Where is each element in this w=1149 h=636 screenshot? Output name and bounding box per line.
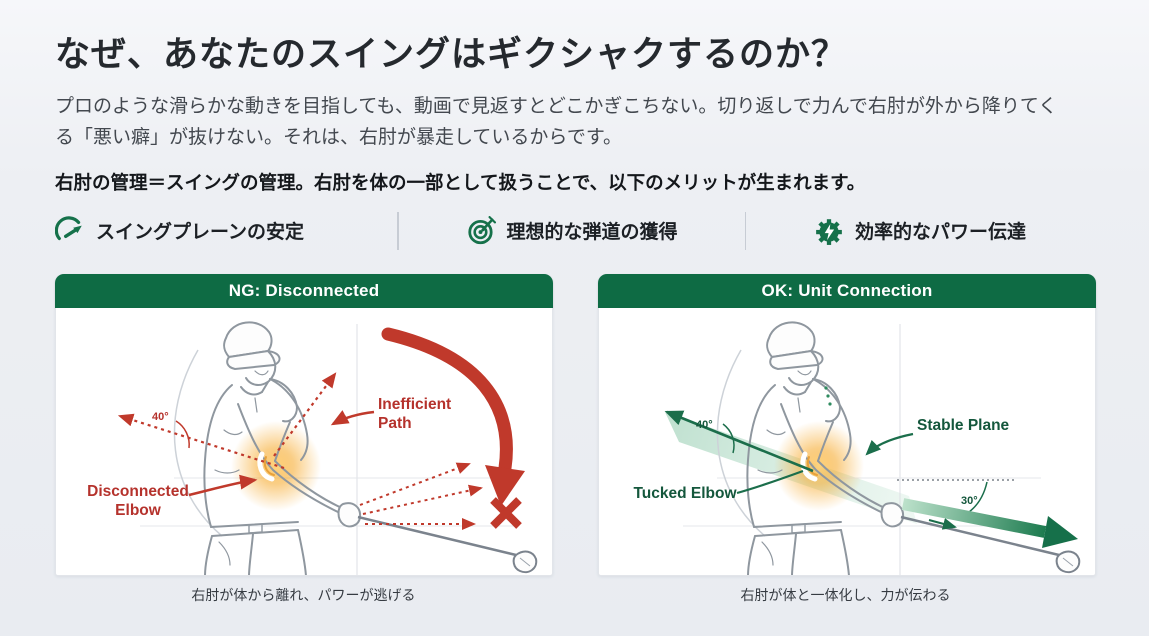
benefit-label: スイングプレーンの安定 xyxy=(96,222,305,244)
power-gear-icon xyxy=(816,218,842,245)
ng-dotted-arrow-upleft xyxy=(117,413,285,469)
intro-paragraph: プロのような滑らかな動きを目指しても、動画で見返すとどこかぎこちない。切り返しで… xyxy=(55,96,1058,148)
benefits-row: スイングプレーンの安定 理想的な弾道の獲得 xyxy=(55,211,1094,250)
swing-gauge-icon xyxy=(55,215,82,240)
disconnected-elbow-label-line1: Disconnected xyxy=(87,483,189,500)
target-icon xyxy=(467,215,496,244)
benefit-trajectory: 理想的な弾道の獲得 xyxy=(399,215,745,246)
inefficient-path-pointer xyxy=(330,409,375,425)
panel-ng-body: 40° Inefficient Path Disconnected E xyxy=(55,307,553,576)
ok-angle-top-arc xyxy=(722,422,735,453)
ok-caption: 右肘が体と一体化し、力が伝わる xyxy=(740,586,951,603)
stable-plane-pointer xyxy=(865,432,914,456)
ng-angle-label: 40° xyxy=(152,411,169,423)
ng-big-curve-arrow xyxy=(381,327,513,475)
page-title: なぜ、あなたのスイングはギクシャクするのか？ xyxy=(55,35,848,74)
ok-shaft-arrow xyxy=(928,517,957,530)
ng-illustration: 40° Inefficient Path Disconnected E xyxy=(87,308,553,576)
comparison-panels: NG: Disconnected 40° Inefficient Path xyxy=(0,273,1149,576)
ng-annotations: 40° Inefficient Path Disconnected E xyxy=(87,327,525,530)
ok-angle-bottom-label: 30° xyxy=(961,495,978,507)
ng-dotted-arrow-upright xyxy=(273,371,337,457)
lead-statement: 右肘の管理＝スイングの管理。右肘を体の一部として扱うことで、以下のメリットが生ま… xyxy=(55,171,866,193)
ng-cross-mark xyxy=(490,496,522,529)
ng-angle-arc xyxy=(175,419,190,448)
ok-angle-top-label: 40° xyxy=(696,419,713,431)
ng-fan-arrow-1 xyxy=(359,462,471,506)
golfer-sketch xyxy=(140,322,536,576)
ok-annotations: 40° Stable Plane Tucked Elbow 30° xyxy=(633,385,1078,548)
benefits-divider xyxy=(397,211,399,250)
tucked-elbow-label: Tucked Elbow xyxy=(633,485,737,502)
benefits-divider xyxy=(744,211,747,250)
panel-ok: OK: Unit Connection 40° Stable Plane Tuc… xyxy=(598,273,1096,576)
ng-caption: 右肘が体から離れ、パワーが逃げる xyxy=(191,586,416,603)
ok-illustration: 40° Stable Plane Tucked Elbow 30° xyxy=(633,308,1096,576)
disconnected-elbow-label-line2: Elbow xyxy=(115,502,162,519)
benefit-swing-plane: スイングプレーンの安定 xyxy=(55,215,397,246)
ok-power-arrowhead xyxy=(1042,515,1078,548)
panel-ok-header: OK: Unit Connection xyxy=(598,273,1096,308)
ok-power-arrow xyxy=(901,497,1047,538)
disconnected-elbow-pointer xyxy=(188,474,258,496)
ok-arrow-upleft xyxy=(664,410,814,472)
stable-plane-label: Stable Plane xyxy=(917,417,1010,434)
header-block: なぜ、あなたのスイングはギクシャクするのか？ プロのような滑らかな動きを目指して… xyxy=(0,26,1149,250)
panel-ng-header: NG: Disconnected xyxy=(55,273,553,308)
tucked-elbow-pointer xyxy=(736,469,804,494)
panel-ok-body: 40° Stable Plane Tucked Elbow 30° xyxy=(598,307,1096,576)
captions-row: 右肘が体から離れ、パワーが逃げる 右肘が体と一体化し、力が伝わる xyxy=(0,585,1149,605)
ng-fan-arrow-2 xyxy=(362,484,483,515)
benefit-power: 効率的なパワー伝達 xyxy=(746,216,1094,246)
benefit-label: 理想的な弾道の獲得 xyxy=(506,222,678,244)
ng-big-curve-arrowhead xyxy=(485,464,525,506)
inefficient-path-label-line1: Inefficient xyxy=(378,396,451,413)
benefit-label: 効率的なパワー伝達 xyxy=(855,222,1027,244)
panel-ng: NG: Disconnected 40° Inefficient Path xyxy=(55,273,553,576)
inefficient-path-label-line2: Path xyxy=(378,415,412,432)
